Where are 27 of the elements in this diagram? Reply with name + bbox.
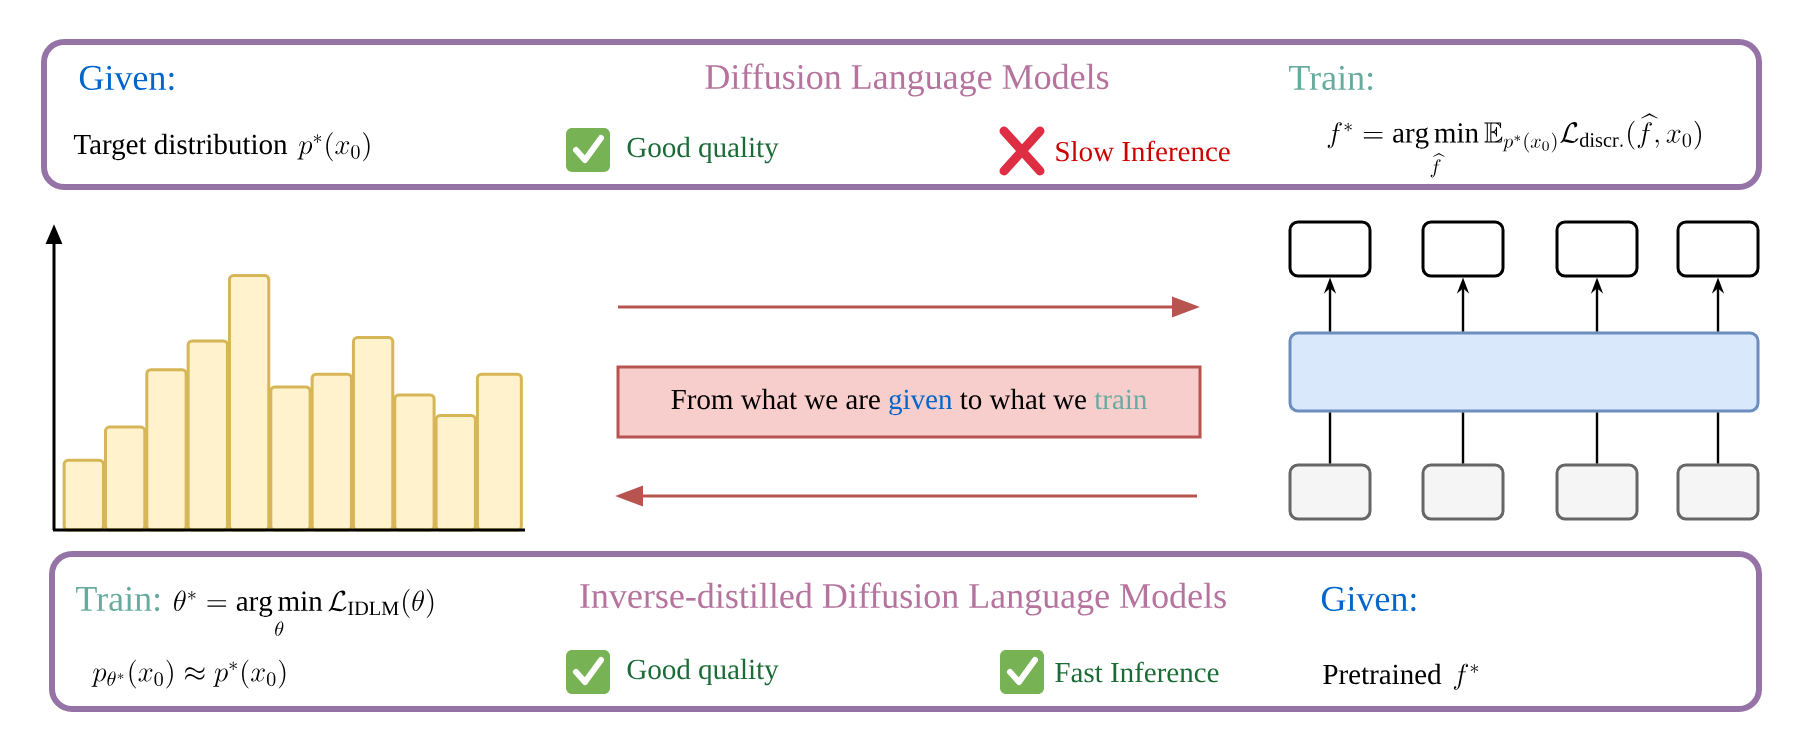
- formula: $f^* = \underset{\widehat{f}}{\arg\min}\, \mathbb{E}_{p^*(x_0)} \mathcal{L}_{\mathrm{discr.}}(\widehat{f}, x_0)$: [1327, 113, 1701, 178]
- heading: Given:: [79, 65, 174, 91]
- status-text: Good quality: [627, 658, 779, 686]
- heading: Train:: [76, 586, 160, 612]
- output-box: [1421, 220, 1505, 278]
- status-text: Good quality: [627, 136, 779, 164]
- formula: $\theta^* = \underset{\theta}{\arg\min}\, \mathcal{L}_{\mathrm{IDLM}}(\theta)$: [174, 589, 434, 636]
- heading: Given:: [1321, 586, 1416, 612]
- formula: $p_{\theta^*}(x_0) \approx p^*(x_0)$: [91, 659, 286, 689]
- panel-title: Diffusion Language Models: [705, 63, 1109, 97]
- layer-box: [1288, 331, 1760, 413]
- text-box: From what we are given to what we train: [616, 365, 1202, 439]
- input-box: [1676, 463, 1760, 521]
- panel-title: Inverse-distilled Diffusion Language Models: [580, 582, 1226, 616]
- heading: Train:: [1289, 65, 1373, 91]
- formula: $p^*(x_0)$: [297, 132, 370, 162]
- input-box: [1288, 463, 1372, 521]
- formula: $f^*$: [1453, 663, 1479, 690]
- output-box: [1555, 220, 1639, 278]
- description: Pretrained: [1323, 663, 1442, 685]
- output-box: [1288, 220, 1372, 278]
- input-box: [1421, 463, 1505, 521]
- input-box: [1555, 463, 1639, 521]
- description: Target distribution: [73, 133, 288, 161]
- status-text: Slow Inference: [1056, 140, 1230, 162]
- output-box: [1676, 220, 1760, 278]
- status-text: Fast Inference: [1055, 661, 1219, 683]
